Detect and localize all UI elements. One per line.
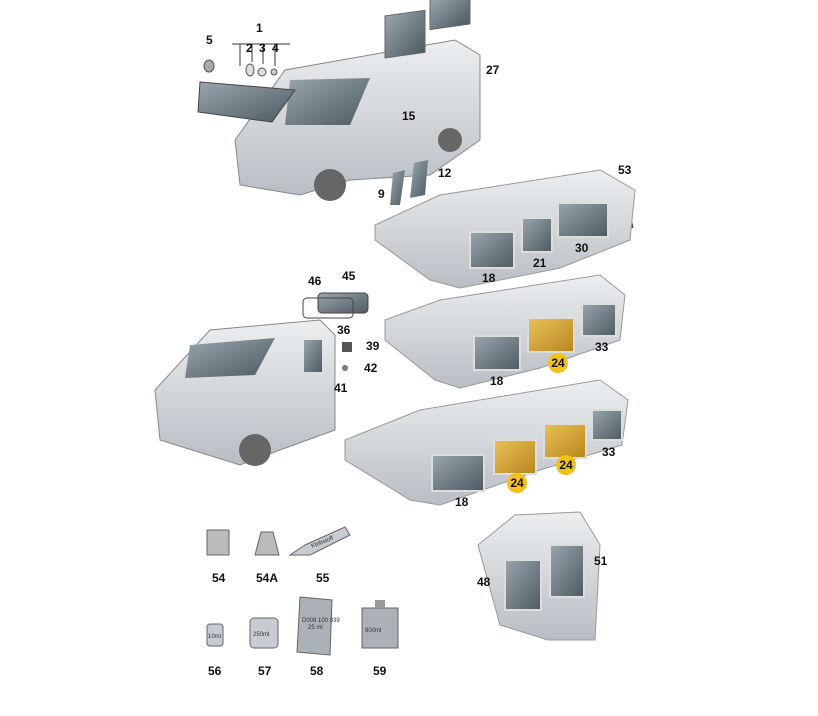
- callout-24-highlighted: 24: [507, 473, 527, 493]
- bag-label: D009 100 039: [302, 618, 340, 624]
- callout-2: 2: [246, 41, 253, 55]
- callout-51: 51: [594, 554, 608, 568]
- bag-label-2: 25 ml: [308, 625, 323, 631]
- callout-53: 53: [618, 163, 632, 177]
- callout-54: 54: [212, 571, 226, 585]
- consumables: Klebstoff 10ml 250ml D009 100 039 25 ml …: [206, 526, 399, 656]
- callout-12: 12: [438, 166, 452, 180]
- bottle-label: 10ml: [208, 634, 221, 640]
- callout-5: 5: [206, 33, 213, 47]
- callout-24-highlighted: 24: [548, 353, 568, 373]
- callout-59: 59: [373, 664, 387, 678]
- box-label: 900ml: [365, 628, 381, 634]
- callout-9: 9: [378, 187, 385, 201]
- side-panel-2: [384, 274, 626, 389]
- callout-30: 30: [575, 241, 589, 255]
- callout-15: 15: [402, 109, 416, 123]
- callout-45: 45: [342, 269, 356, 283]
- callout-56: 56: [208, 664, 222, 678]
- callout-46: 46: [308, 274, 322, 288]
- windscreen: [197, 81, 296, 123]
- callout-42: 42: [364, 361, 378, 375]
- callout-18: 18: [490, 374, 504, 388]
- callout-54a: 54A: [256, 571, 279, 585]
- callout-41: 41: [334, 381, 348, 395]
- callout-27: 27: [486, 63, 500, 77]
- callout-57: 57: [258, 664, 272, 678]
- callout-55: 55: [316, 571, 330, 585]
- callout-3: 3: [259, 41, 266, 55]
- side-panel-1: [374, 169, 636, 289]
- callout-18: 18: [482, 271, 496, 285]
- callout-36: 36: [337, 323, 351, 337]
- callout-33: 33: [595, 340, 609, 354]
- callout-21: 21: [533, 256, 547, 270]
- van-high-roof: [234, 0, 481, 201]
- callout-24-highlighted: 24: [556, 455, 576, 475]
- callout-18: 18: [455, 495, 469, 509]
- van-cab: [154, 319, 336, 466]
- callout-33: 33: [602, 445, 616, 459]
- van-rear: [477, 511, 601, 641]
- callout-48: 48: [477, 575, 491, 589]
- callout-4: 4: [272, 41, 279, 55]
- callout-58: 58: [310, 664, 324, 678]
- callout-1: 1: [256, 21, 263, 35]
- can-label: 250ml: [253, 632, 269, 638]
- callout-39: 39: [366, 339, 380, 353]
- side-panel-3: [344, 379, 629, 506]
